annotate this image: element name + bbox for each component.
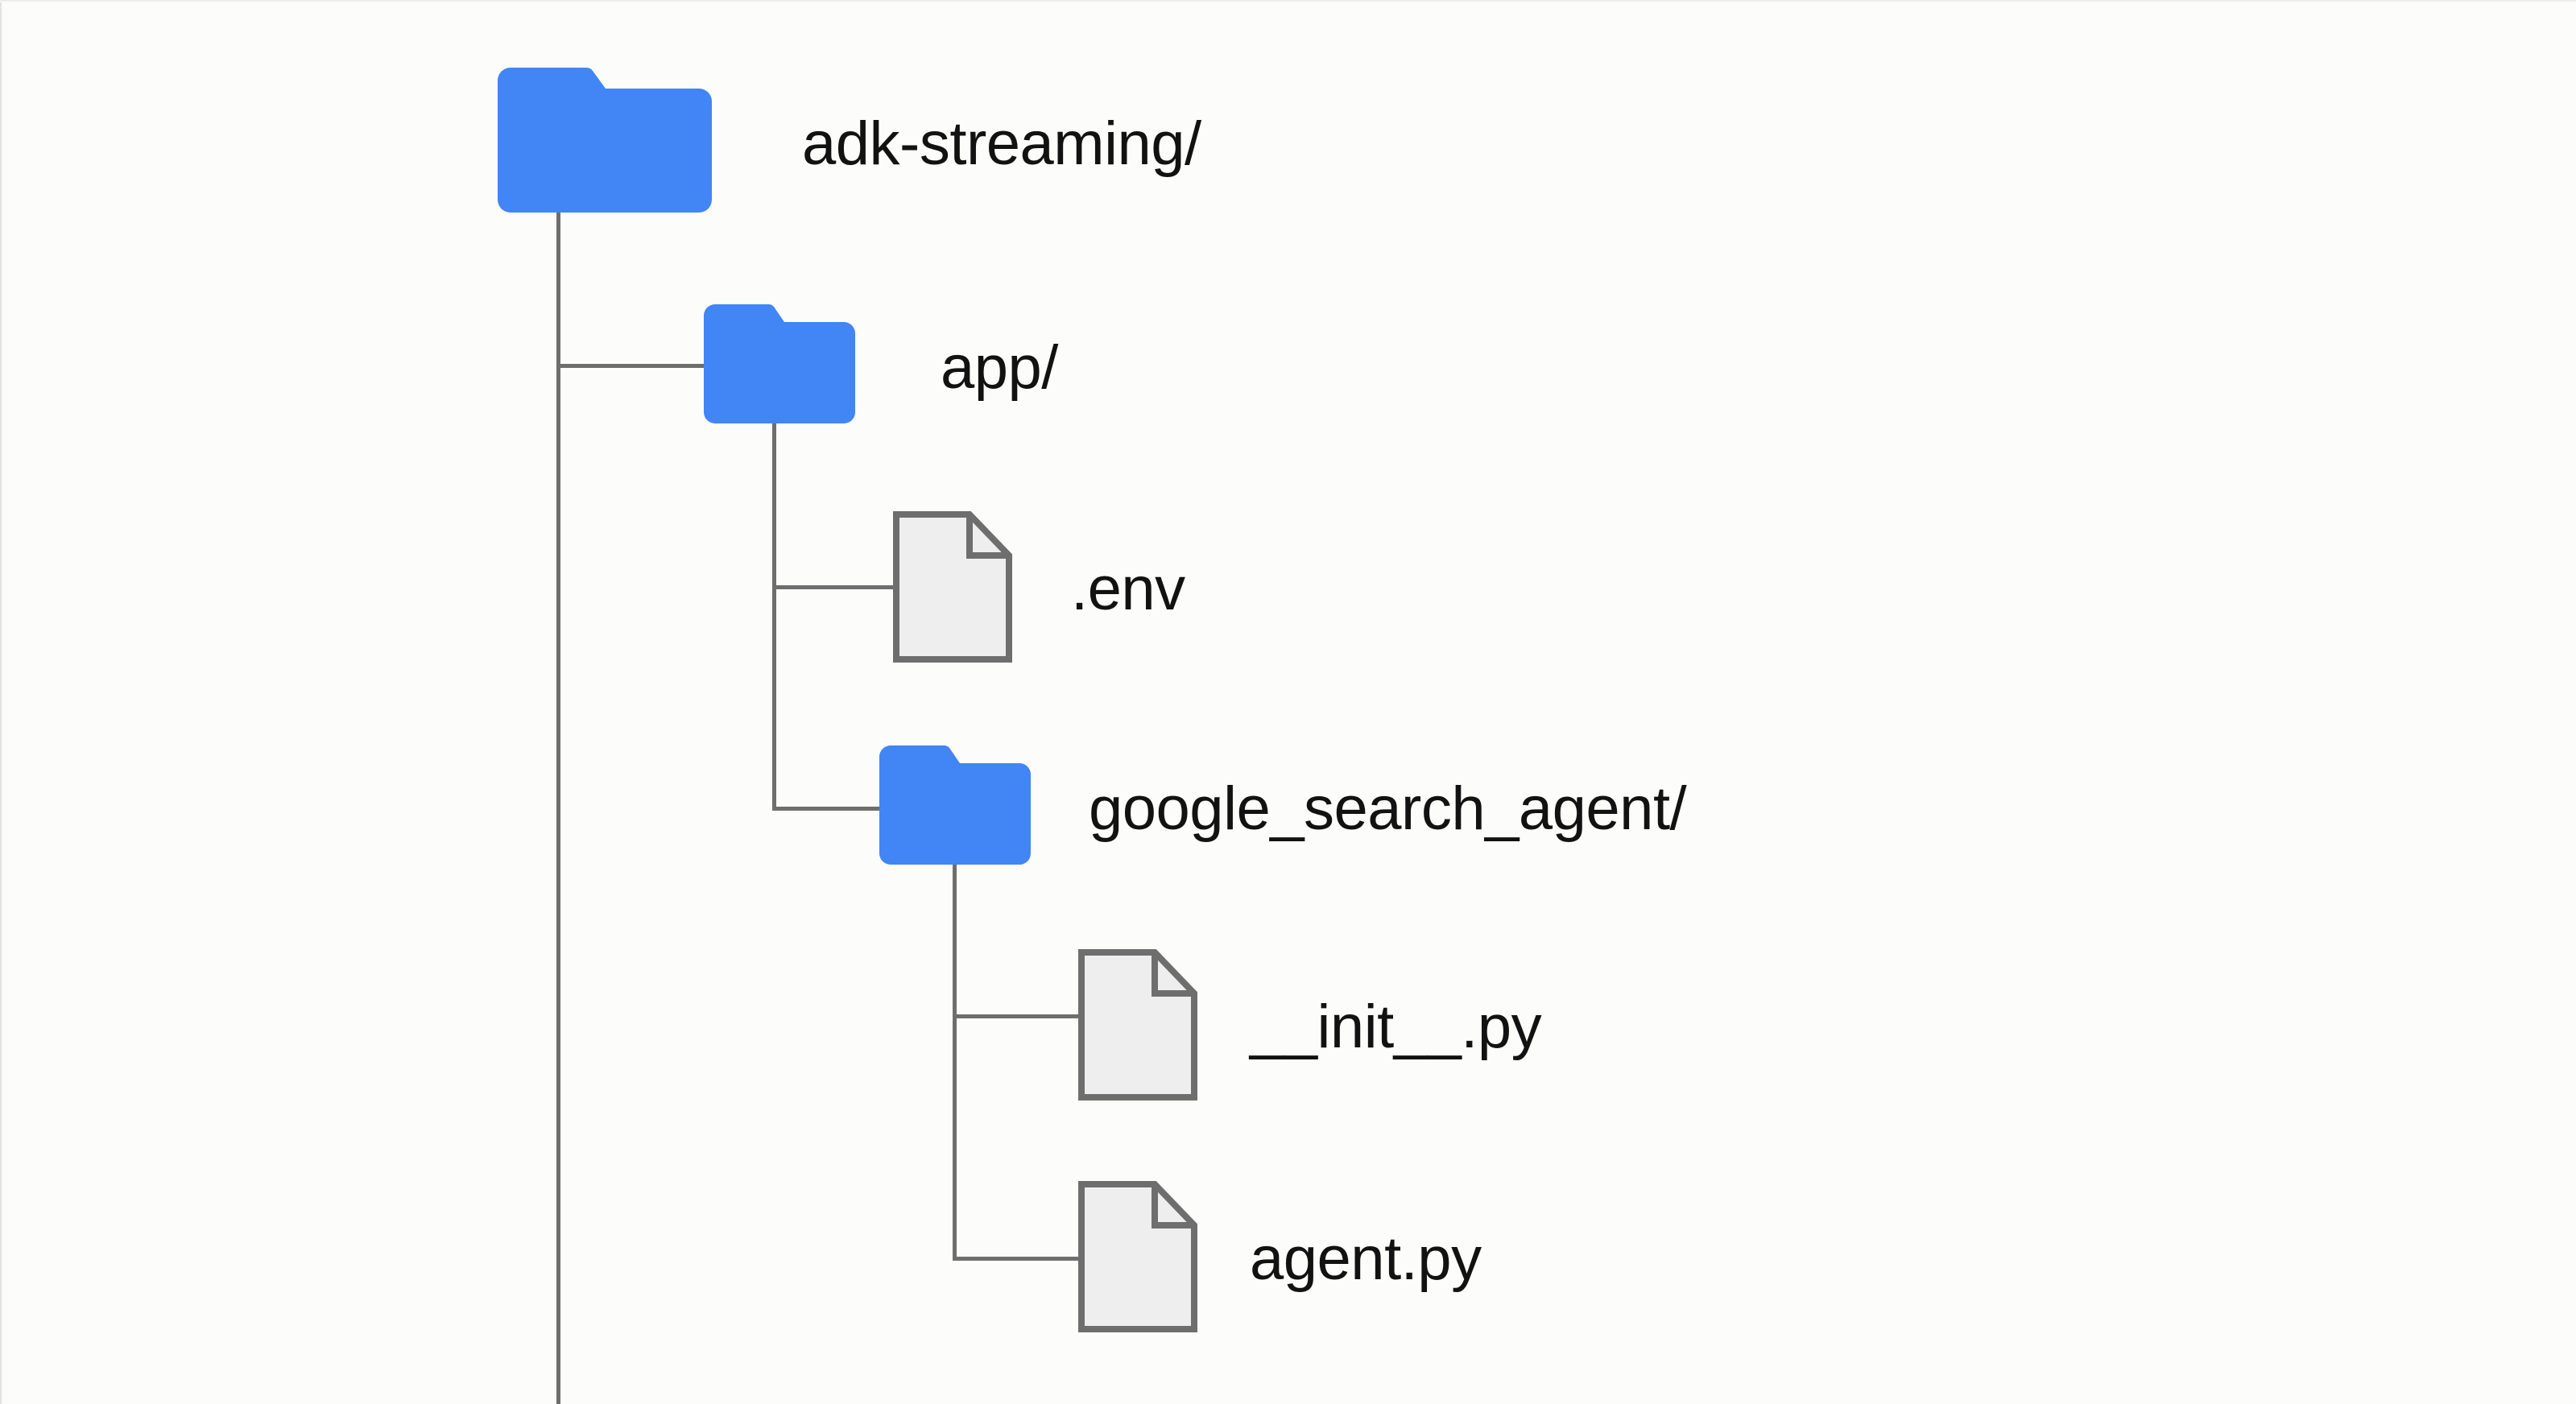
slide-left-edge [0,0,2,1404]
tree-node-init-py[interactable]: __init__.py [1077,948,1542,1101]
tree-node-label: google_search_agent/ [1089,774,1687,843]
file-icon [892,510,1015,663]
folder-icon [488,68,718,214]
connector-trunk-app [772,419,776,811]
file-icon [1077,948,1200,1101]
tree-node-app[interactable]: app/ [701,304,1058,425]
connector-trunk-root [556,208,560,1404]
slide-top-edge [0,0,2576,2]
tree-node-adk-streaming[interactable]: adk-streaming/ [488,68,1201,214]
file-icon [1077,1180,1200,1333]
tree-node-label: adk-streaming/ [802,109,1201,178]
connector-app-to-google-search-agent [772,807,883,811]
folder-icon [876,745,1034,866]
connector-trunk-google-search-agent [953,861,957,1261]
tree-node-label: agent.py [1250,1224,1482,1293]
tree-node-env[interactable]: .env [892,510,1185,663]
connector-root-to-app [556,364,706,368]
tree-node-google-search-agent[interactable]: google_search_agent/ [876,745,1687,866]
connector-agentdir-to-agent [953,1257,1084,1261]
tree-node-label: __init__.py [1250,992,1542,1061]
tree-node-label: app/ [941,332,1058,402]
folder-icon [701,304,858,425]
tree-node-agent-py[interactable]: agent.py [1077,1180,1482,1333]
connector-agentdir-to-init [953,1014,1084,1018]
tree-node-label: .env [1071,554,1185,623]
connector-app-to-env [772,585,897,589]
